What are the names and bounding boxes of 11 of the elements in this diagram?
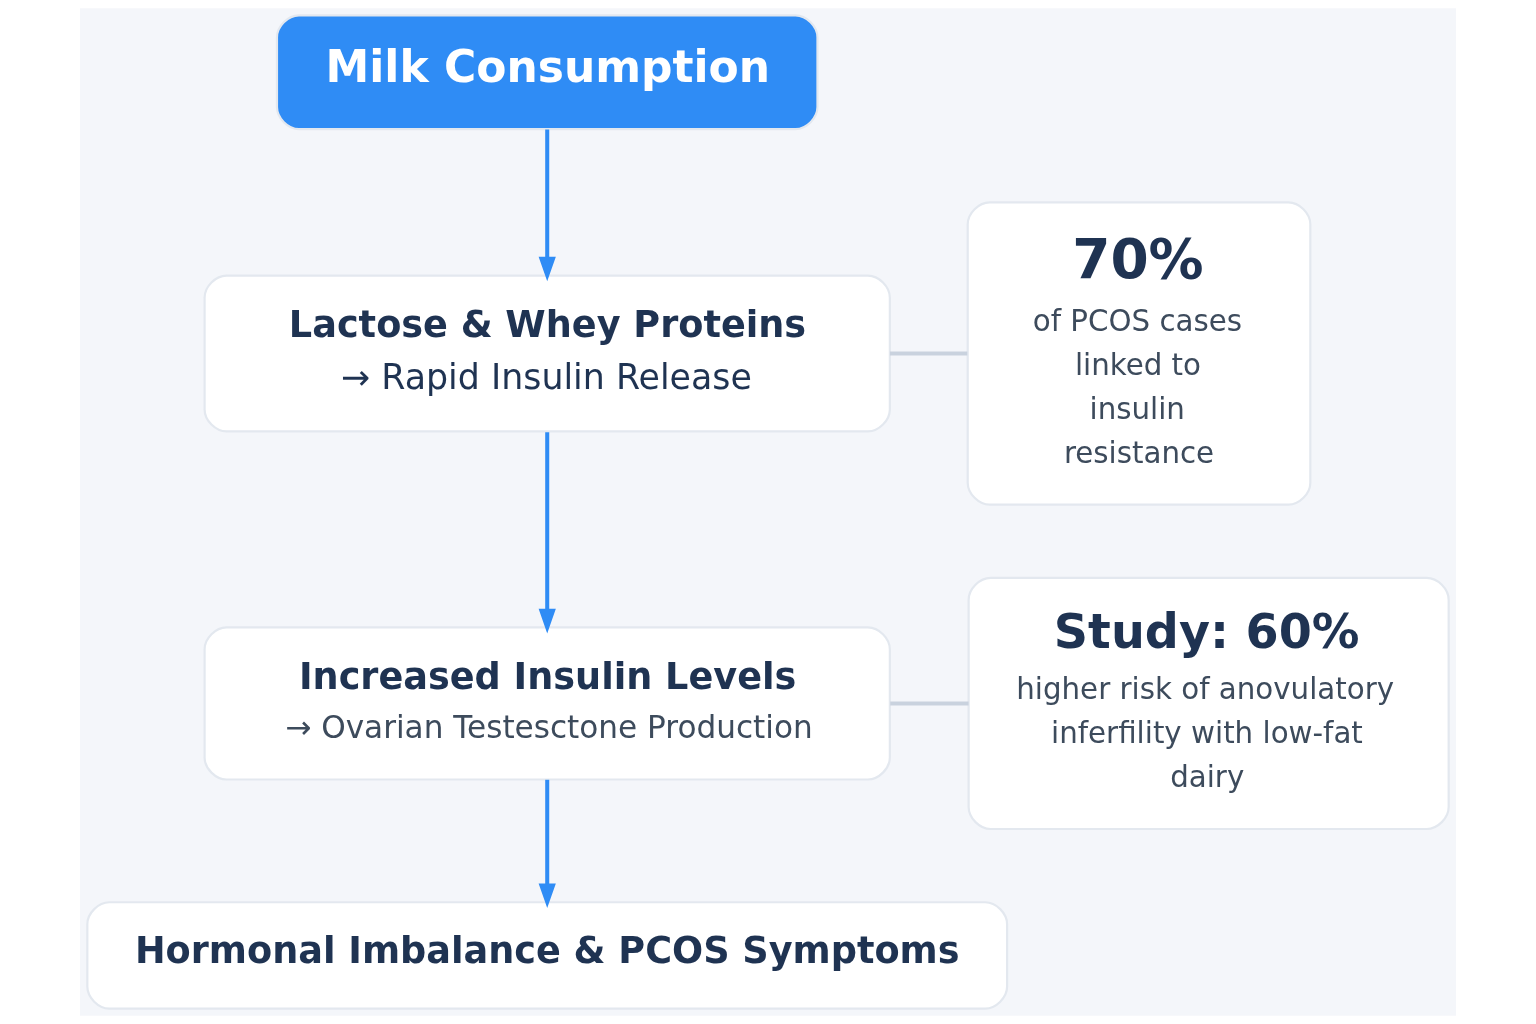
node-box: Milk Consumption: [275, 14, 819, 131]
node-box: Hormonal Imbalance & PCOS Symptoms: [86, 901, 1009, 1010]
node-box: Study: 60% higher risk of anovulatory inferfility with low-fat dairy: [967, 576, 1450, 831]
connector: [890, 701, 969, 706]
arrow: [538, 129, 556, 282]
connector: [889, 351, 968, 356]
node-box: Lactose & Whey Proteins → Rapid Insulin Release: [203, 274, 891, 433]
node-box: Increased Insulin Levels → Ovarian Testesctone Production: [203, 626, 891, 781]
arrow: [538, 432, 556, 634]
arrow: [538, 779, 556, 909]
node-box: 70% of PCOS cases linked to insulin resistance: [966, 201, 1312, 506]
